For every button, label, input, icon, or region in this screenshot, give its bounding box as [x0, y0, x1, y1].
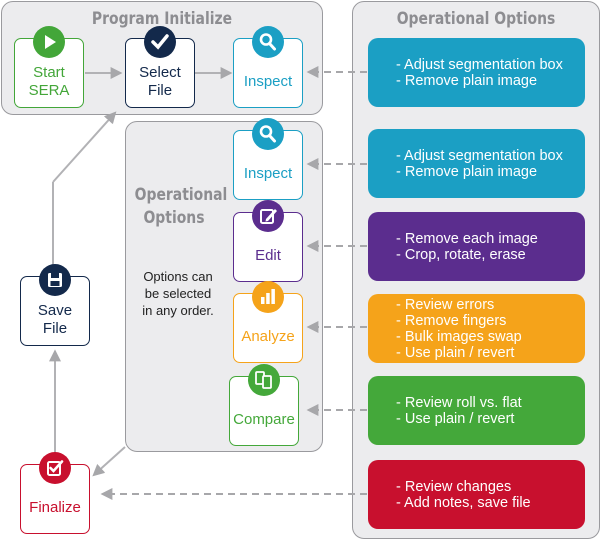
arrow-options-to-finalize — [92, 446, 126, 477]
edit-node[interactable]: Edit — [233, 200, 303, 282]
documents-icon — [248, 364, 280, 396]
arrow-save-to-select-diag — [52, 111, 117, 183]
card-item: - Remove each image — [396, 230, 538, 247]
card-item: - Use plain / revert — [396, 344, 515, 361]
card-item: - Add notes, save file — [396, 494, 531, 511]
inspect-node-top[interactable]: Inspect — [233, 26, 303, 108]
magnifier-icon — [252, 118, 284, 150]
card-analyze: - Review errors - Remove fingers - Bulk … — [368, 294, 585, 363]
analyze-label: Analyze — [241, 328, 295, 345]
floppy-disk-icon — [39, 264, 71, 296]
operational-options-title-line2: Options — [143, 208, 205, 228]
inspect-label: Inspect — [243, 165, 293, 182]
card-item: - Review errors — [396, 296, 495, 313]
inspect-label-top: Inspect — [243, 73, 293, 90]
card-inspect-top: - Adjust segmentation box - Remove plain… — [368, 38, 585, 107]
edit-label: Edit — [255, 247, 281, 264]
finalize-label: Finalize — [29, 499, 81, 516]
pencil-edit-icon — [252, 200, 284, 232]
card-item: - Remove fingers — [396, 312, 507, 329]
card-item: - Review roll vs. flat — [396, 394, 522, 411]
compare-node[interactable]: Compare — [229, 364, 299, 446]
card-item: - Adjust segmentation box — [396, 56, 563, 73]
card-edit: - Remove each image - Crop, rotate, eras… — [368, 212, 585, 281]
inspect-node[interactable]: Inspect — [233, 118, 303, 200]
card-finalize: - Review changes - Add notes, save file — [368, 460, 585, 529]
checkbox-edit-icon — [39, 452, 71, 484]
card-item: - Review changes — [396, 478, 512, 495]
card-inspect: - Adjust segmentation box - Remove plain… — [368, 129, 585, 198]
program-initialize-title: Program Initialize — [91, 9, 233, 29]
card-compare: - Review roll vs. flat - Use plain / rev… — [368, 376, 585, 445]
card-item: - Remove plain image — [396, 72, 538, 89]
finalize-node[interactable]: Finalize — [20, 452, 90, 534]
check-icon — [144, 26, 176, 58]
magnifier-icon — [252, 26, 284, 58]
card-item: - Bulk images swap — [396, 328, 522, 345]
bar-chart-icon — [252, 281, 284, 313]
card-item: - Adjust segmentation box — [396, 147, 563, 164]
card-item: - Remove plain image — [396, 163, 538, 180]
play-icon — [33, 26, 65, 58]
operational-options-title-right: Operational Options — [396, 9, 556, 29]
operational-options-title-line1: Operational — [134, 185, 228, 205]
analyze-node[interactable]: Analyze — [233, 281, 303, 363]
card-item: - Use plain / revert — [396, 410, 515, 427]
compare-label: Compare — [233, 411, 295, 428]
card-item: - Crop, rotate, erase — [396, 246, 526, 263]
